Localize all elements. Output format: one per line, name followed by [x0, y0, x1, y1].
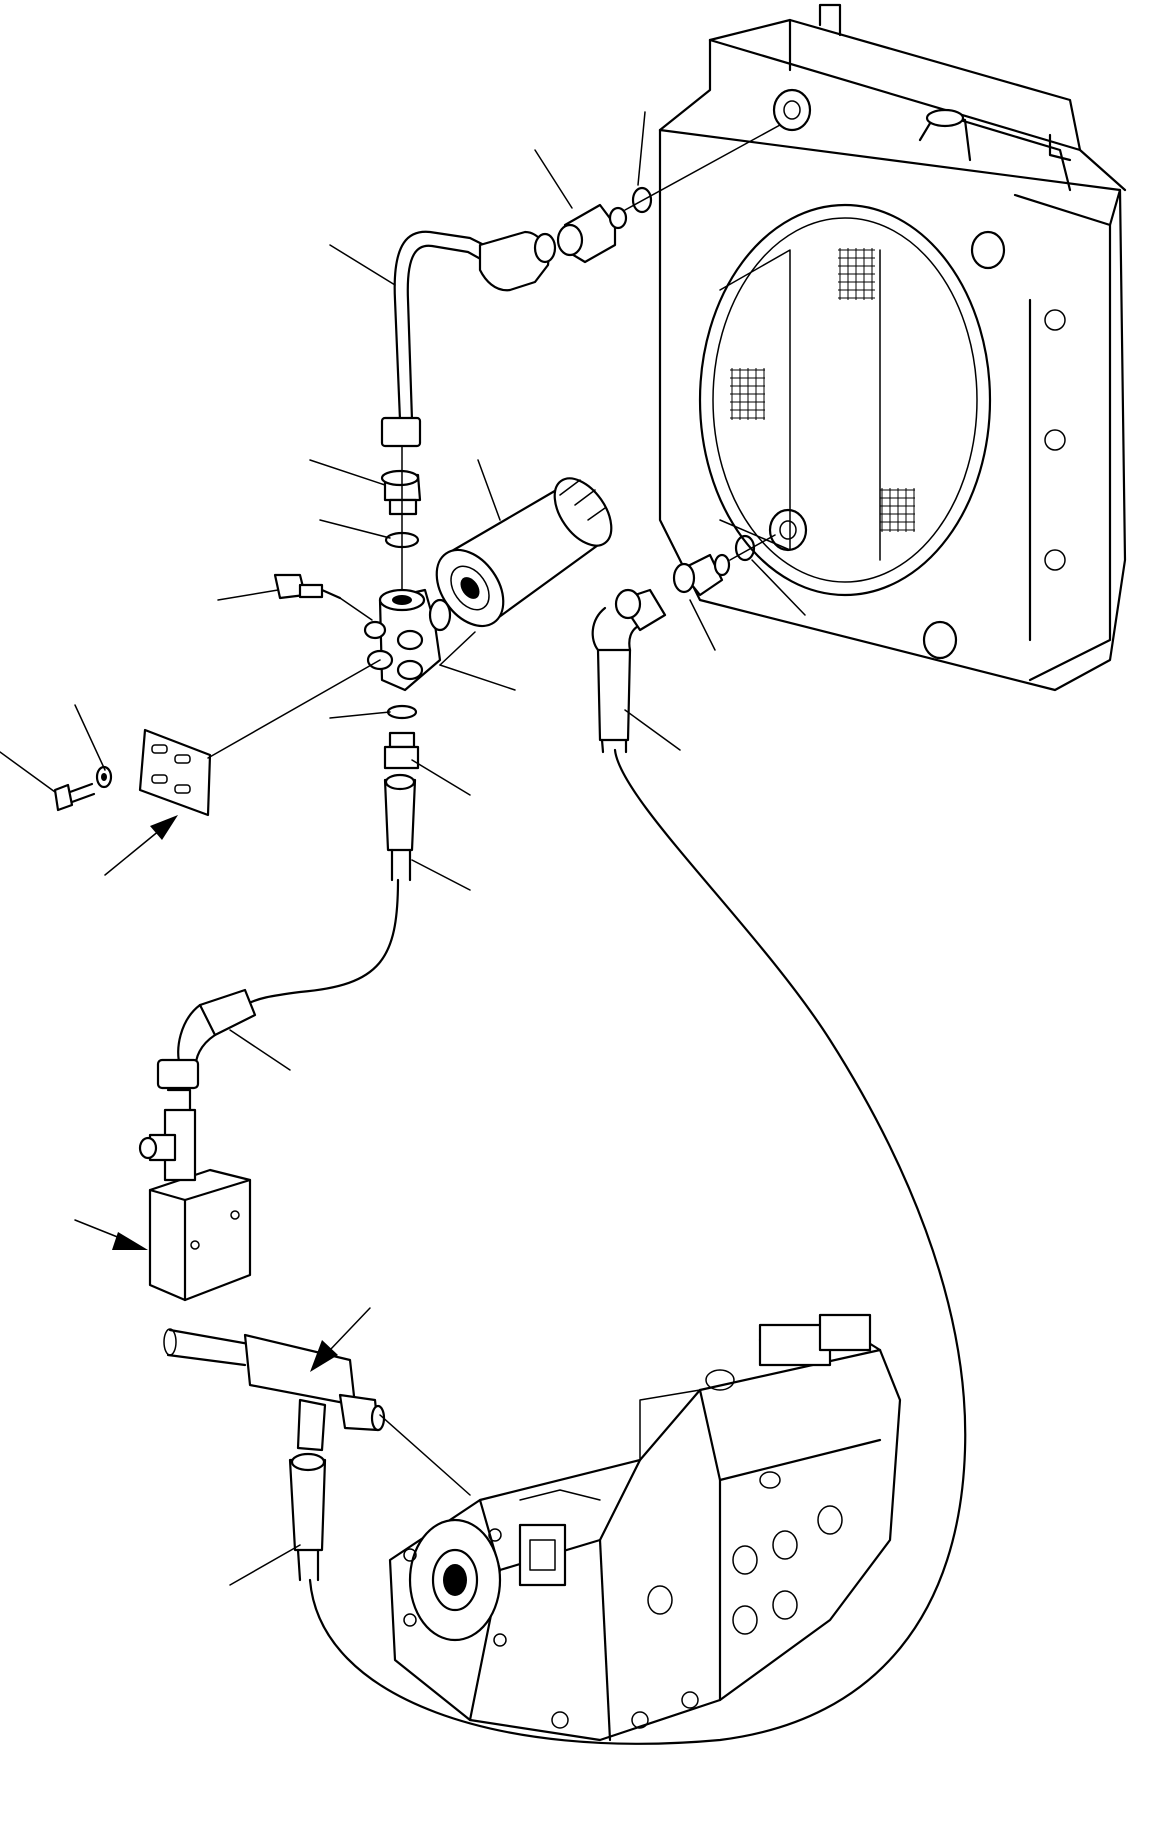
o-ring-right	[734, 534, 756, 562]
arrow-bracket	[104, 815, 178, 876]
leader-bolt	[0, 751, 56, 793]
adapter-fitting-mid	[380, 469, 422, 516]
elbow-fitting-right	[614, 588, 667, 632]
leader-lines	[0, 111, 806, 1586]
arrow-valve-block	[74, 1219, 148, 1250]
leader-elbow-left	[229, 1029, 291, 1071]
washer	[95, 765, 113, 789]
adapter-fitting-upper	[556, 203, 628, 264]
hose-left	[243, 773, 417, 1007]
centerline-upper	[624, 124, 781, 211]
o-ring-lower	[386, 704, 418, 720]
centerline-right	[729, 534, 776, 561]
leader-filter-head-b	[439, 631, 476, 666]
bolt	[53, 782, 96, 812]
leader-hose-left	[411, 859, 471, 891]
leader-hose-right	[624, 709, 681, 751]
leader-filter	[477, 459, 501, 521]
leader-tube	[329, 244, 396, 286]
centerline-pump	[379, 1414, 471, 1496]
hose-right	[591, 606, 642, 754]
view-arrows	[74, 815, 371, 1372]
adapter-fitting-lower	[383, 731, 420, 770]
arrow-tee-fitting	[310, 1307, 371, 1372]
leader-o-ring-upper	[637, 111, 646, 186]
leader-adapter-mid	[309, 459, 386, 486]
hose-lower	[288, 748, 967, 1745]
mounting-bracket	[138, 728, 212, 817]
core-mesh-upper	[838, 248, 875, 300]
leader-washer	[74, 704, 106, 771]
centerline-bracket	[207, 659, 381, 759]
oil-filter	[435, 477, 613, 628]
steel-tube	[380, 230, 492, 448]
o-ring-upper	[631, 186, 653, 214]
adapter-fitting-right	[672, 553, 731, 597]
leader-hose-lower	[229, 1544, 301, 1586]
radiator-cooler	[658, 3, 1127, 692]
leader-o-ring-mid	[319, 519, 391, 539]
leader-adapter-lower	[411, 759, 471, 796]
leader-filter-head-a	[439, 664, 516, 691]
filter-head	[363, 588, 452, 692]
elbow-fitting-upper	[478, 230, 557, 292]
core-mesh-lower	[880, 488, 915, 532]
sensor	[273, 573, 342, 600]
tee-fitting	[163, 1328, 386, 1452]
leader-o-ring-lower	[329, 711, 391, 719]
o-ring-mid	[384, 531, 420, 549]
leader-adapter-right	[689, 599, 716, 651]
hydraulic-pump	[388, 1313, 902, 1742]
leader-o-ring-right	[751, 559, 806, 616]
valve-block	[138, 1088, 252, 1302]
centerline-sensor	[339, 597, 373, 621]
leader-adapter-upper	[534, 149, 573, 209]
core-mesh-left	[730, 368, 765, 420]
leader-sensor	[217, 589, 279, 601]
elbow-fitting-left	[156, 988, 257, 1090]
